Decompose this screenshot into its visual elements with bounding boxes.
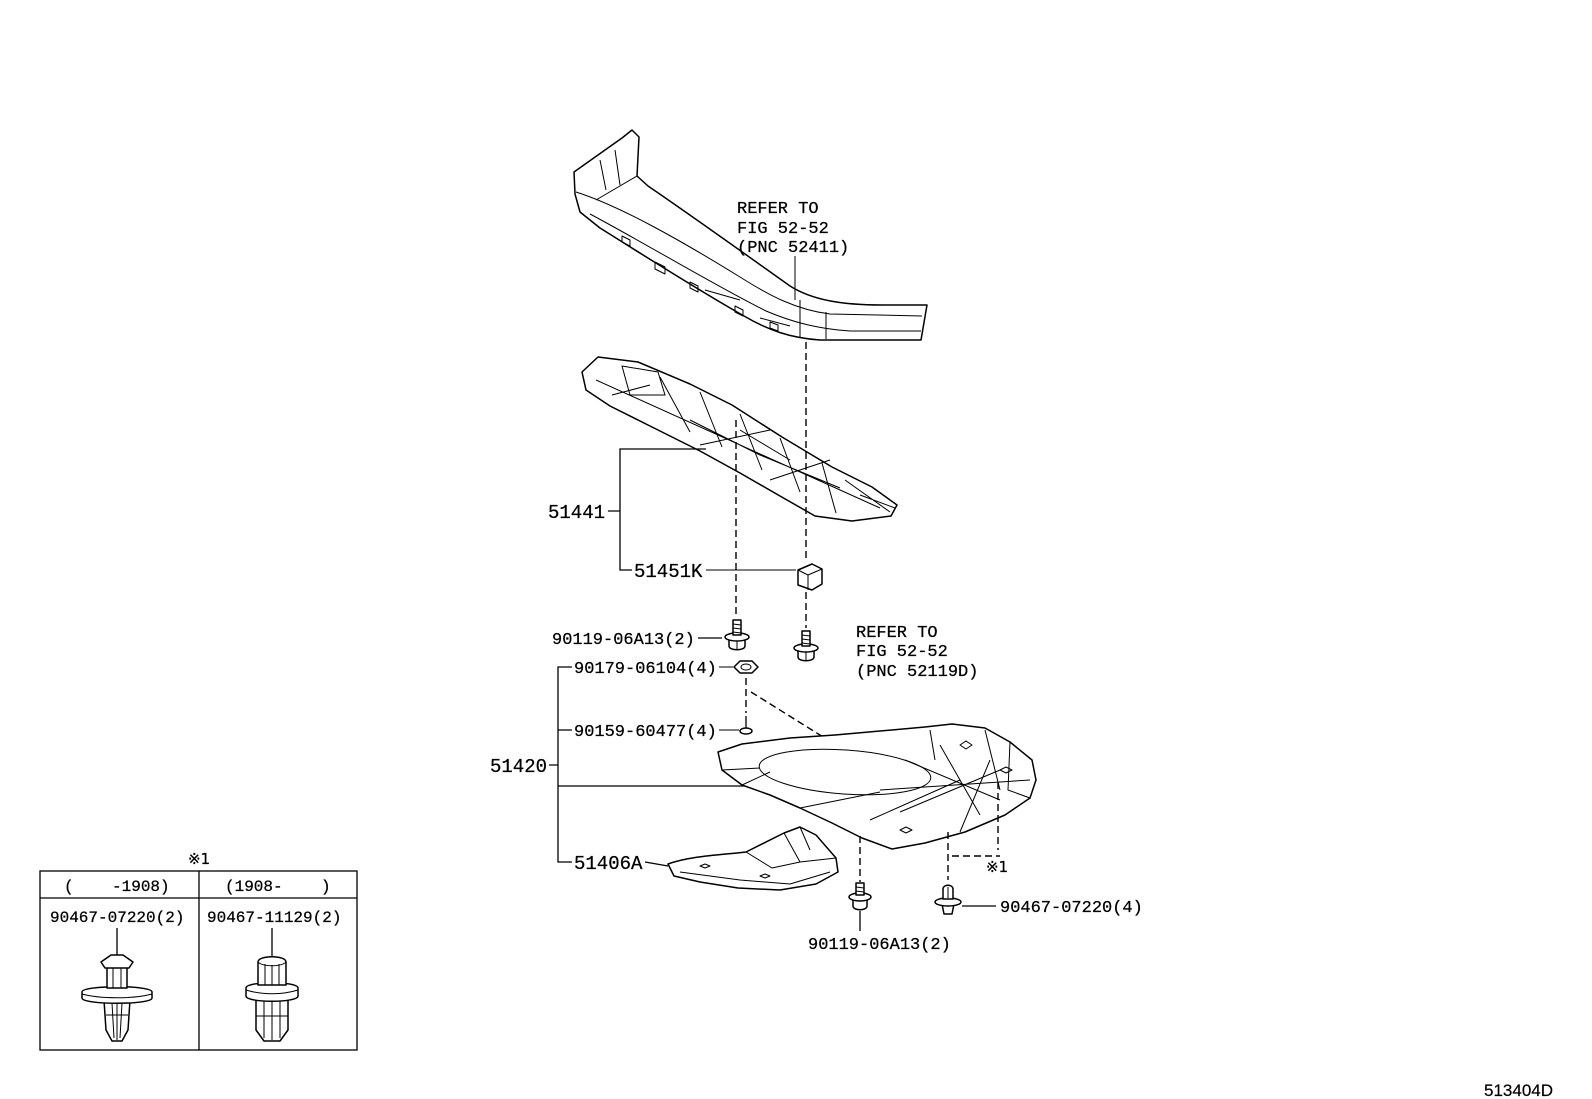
inset-period-left: ( -1908) (64, 878, 170, 896)
engine-cover-callout[interactable]: 51420 (490, 756, 547, 778)
inset-table: ※1 ( -1908) (1908- ) 90467-07220(2) 9046… (39, 850, 358, 1051)
cover-nut-detail-lines (797, 568, 823, 590)
note-mark: ※1 (986, 858, 1008, 876)
bumper-drawing (573, 129, 928, 341)
upper-bolt-drawing (724, 619, 750, 651)
washer-hole (740, 663, 752, 671)
inset-part-number-left[interactable]: 90467-07220(2) (50, 909, 185, 927)
bolt-thread-lines (801, 634, 811, 660)
cover-nut-drawing (797, 563, 823, 591)
lower-clip-callout[interactable]: 90467-07220(4) (1000, 899, 1143, 918)
bumper-outline (573, 129, 928, 341)
bolt-thread-lines (855, 886, 865, 893)
engine-under-cover-detail-lines (721, 729, 1031, 834)
clip-neck (106, 966, 128, 989)
cover-nut-outline (797, 563, 823, 591)
lower-bolt-drawing (848, 882, 872, 911)
clip-flange (81, 986, 153, 1004)
front-under-cover-drawing (581, 356, 898, 522)
washer-outline (733, 660, 759, 674)
bolt-shank (801, 630, 811, 647)
side-cover-callout[interactable]: 51406A (574, 853, 643, 875)
front-cover-bracket-line (608, 448, 706, 571)
washer-callout[interactable]: 90179-06104(4) (574, 660, 717, 679)
bolt-reference-line3[interactable]: (PNC 52119D) (856, 663, 979, 682)
clip-detail-lines (81, 968, 153, 1040)
inset-note-mark: ※1 (188, 850, 210, 868)
screw-head (739, 727, 753, 735)
engine-under-cover-drawing (717, 723, 1037, 850)
reference-bolt-drawing (793, 630, 819, 662)
side-under-cover-drawing (667, 826, 839, 891)
front-under-cover-outline (581, 356, 898, 522)
bolt-shank (855, 882, 865, 896)
bolt-thread-lines (732, 623, 742, 649)
clip-detail-lines (245, 961, 299, 1040)
bolt-reference-line2[interactable]: FIG 52-52 (856, 643, 948, 662)
screw-drawing (739, 716, 753, 735)
bumper-reference-line2[interactable]: FIG 52-52 (737, 220, 829, 239)
cover-nut-callout[interactable]: 51451K (634, 561, 703, 583)
side-under-cover-detail-lines (679, 826, 837, 885)
washer-drawing (733, 660, 759, 674)
lower-clip-drawing (934, 884, 962, 915)
bumper-detail-lines (575, 149, 923, 339)
bumper-reference-line1: REFER TO (737, 200, 819, 219)
bumper-reference-line3[interactable]: (PNC 52411) (737, 239, 849, 258)
inset-clip-right-drawing (245, 956, 299, 1042)
side-cover-leader (644, 861, 669, 867)
bolt-shank (732, 619, 742, 636)
front-under-cover-detail-lines (595, 365, 896, 514)
clip-cap (100, 954, 134, 969)
upper-bolt-callout[interactable]: 90119-06A13(2) (552, 631, 695, 650)
lower-bolt-callout[interactable]: 90119-06A13(2) (808, 936, 951, 955)
engine-cover-bracket-line (549, 666, 765, 863)
bolt-reference-line1: REFER TO (856, 624, 938, 643)
inset-clip-left-drawing (81, 954, 153, 1042)
engine-under-cover-opening (758, 748, 932, 796)
front-cover-callout[interactable]: 51441 (548, 502, 605, 524)
figure-code: 513404D (1484, 1081, 1553, 1099)
screw-callout[interactable]: 90159-60477(4) (574, 723, 717, 742)
inset-period-right: (1908- ) (225, 878, 331, 896)
inset-part-number-right[interactable]: 90467-11129(2) (207, 909, 342, 927)
